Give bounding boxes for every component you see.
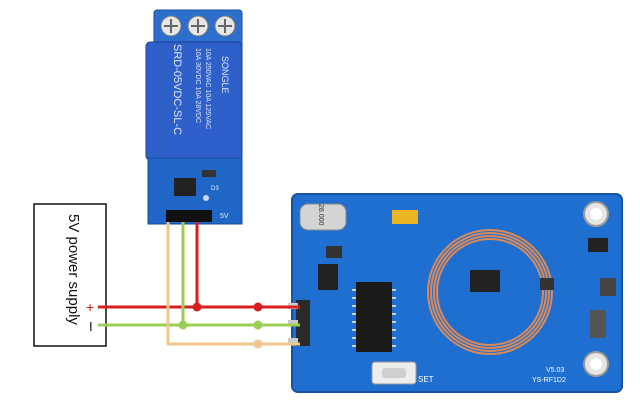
relay-pcb-label: 5V bbox=[220, 213, 229, 220]
rfid-model: YS-RF1D2 bbox=[532, 377, 566, 384]
relay-model: SRD-05VDC-SL-C bbox=[171, 44, 183, 135]
rfid-antenna-coil bbox=[427, 229, 553, 355]
rfid-component bbox=[590, 310, 606, 338]
rfid-module: 28.000 SET V5.03 bbox=[288, 193, 623, 393]
wire-junction-yellow bbox=[253, 339, 263, 349]
wires bbox=[98, 222, 300, 349]
rfid-coil-chip bbox=[470, 270, 500, 292]
rfid-version: V5.03 bbox=[546, 367, 564, 374]
rfid-crystal bbox=[299, 203, 347, 231]
wire-junction-green bbox=[178, 320, 188, 330]
wire-red bbox=[98, 222, 300, 309]
rfid-capacitor bbox=[392, 210, 418, 224]
rfid-component bbox=[588, 238, 608, 252]
wire-green bbox=[98, 222, 300, 327]
relay-rating-line-1: 10A 250VAC 10A 125VAC bbox=[204, 48, 211, 129]
rfid-coil-chip bbox=[540, 278, 554, 290]
relay-diode bbox=[202, 170, 216, 177]
power-supply: + I bbox=[33, 203, 107, 347]
relay-led bbox=[203, 195, 209, 201]
relay-ic bbox=[174, 178, 196, 196]
relay-module: SONGLE 10A 250VAC 10A 125VAC 10A 30VDC 1… bbox=[145, 9, 243, 225]
relay-led-label: D3 bbox=[211, 186, 219, 192]
wire-junction-red bbox=[253, 302, 263, 312]
rfid-main-ic bbox=[356, 282, 392, 352]
power-supply-label: 5V power supply bbox=[65, 214, 82, 325]
rfid-crystal-label: 28.000 bbox=[317, 204, 324, 226]
rfid-regulator bbox=[318, 264, 338, 290]
relay-brand: SONGLE bbox=[220, 56, 230, 94]
relay-header-pins bbox=[166, 210, 212, 222]
power-plus-symbol: + bbox=[86, 299, 94, 315]
rfid-set-label: SET bbox=[418, 375, 434, 384]
power-supply-box bbox=[33, 203, 107, 347]
wire-junction-red bbox=[192, 302, 202, 312]
rfid-component bbox=[600, 278, 616, 296]
power-minus-symbol: I bbox=[89, 319, 93, 334]
terminal-screws bbox=[160, 15, 236, 37]
wire-junction-green bbox=[253, 320, 263, 330]
rfid-component bbox=[326, 246, 342, 258]
relay-rating-line-2: 10A 30VDC 10A 28VDC bbox=[194, 48, 201, 123]
rfid-ic-pins bbox=[352, 289, 396, 347]
